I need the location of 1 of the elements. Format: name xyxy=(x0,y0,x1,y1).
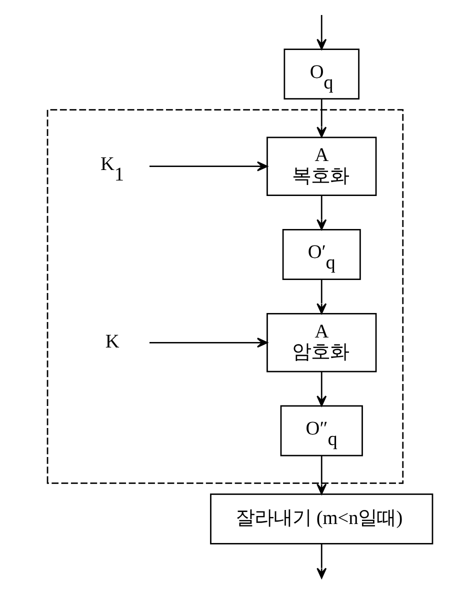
node-text: K xyxy=(104,332,119,353)
